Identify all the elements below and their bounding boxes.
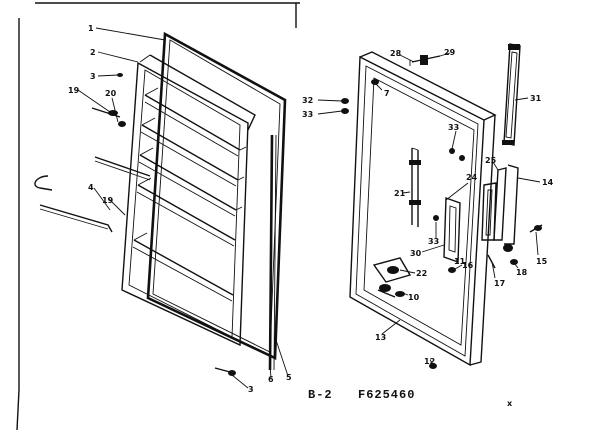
- scan-border: [16, 2, 300, 431]
- callout-10: 10: [408, 293, 420, 302]
- callout-33b: 33: [448, 123, 459, 132]
- left-small-parts: [108, 73, 236, 376]
- caption: B-2 F625460 x: [308, 388, 513, 408]
- callout-3b: 3: [248, 385, 254, 394]
- callout-13: 13: [375, 333, 386, 342]
- callout-18: 18: [516, 268, 528, 277]
- outer-gasket: [146, 31, 287, 361]
- callout-2: 2: [90, 48, 96, 57]
- callout-29: 29: [444, 48, 456, 57]
- callout-25: 25: [485, 156, 497, 165]
- latch-plate: [443, 197, 461, 263]
- callout-12: 12: [424, 357, 435, 366]
- callout-24: 24: [466, 173, 478, 182]
- callout-16: 16: [462, 261, 474, 270]
- callout-20: 20: [105, 89, 117, 98]
- callout-17: 17: [494, 279, 505, 288]
- door-liner: [121, 54, 256, 347]
- callout-33: 33: [302, 110, 313, 119]
- handle-fasteners: [487, 224, 543, 269]
- right-callouts: 28 29 7 32 33 31 33 25 24 14 21 33 30 16…: [302, 48, 554, 366]
- callout-5: 5: [286, 373, 292, 382]
- callout-22: 22: [416, 269, 427, 278]
- callout-32: 32: [302, 96, 313, 105]
- handle-cap-strip: [502, 43, 521, 146]
- callout-30: 30: [410, 249, 422, 258]
- callout-1: 1: [88, 24, 94, 33]
- callout-6: 6: [268, 375, 274, 384]
- callout-3: 3: [90, 72, 96, 81]
- top-hinge-pin: [409, 55, 441, 66]
- outer-door-panel: [349, 51, 497, 367]
- callout-31: 31: [530, 94, 542, 103]
- left-callouts: 1 2 3 19 20 4 19 3 5 6: [68, 24, 292, 394]
- callout-4: 4: [88, 183, 94, 192]
- callout-19: 19: [68, 86, 80, 95]
- side-gasket-strip: [268, 134, 277, 371]
- left-leaders: [77, 27, 289, 389]
- shelf-retainer-bar: [34, 107, 151, 233]
- bottom-hinge: [372, 257, 412, 298]
- callout-19b: 19: [102, 196, 114, 205]
- latch-bar: [409, 147, 421, 227]
- callout-7: 7: [384, 89, 390, 98]
- callout-33c: 33: [428, 237, 439, 246]
- section-code: B-2: [308, 388, 333, 402]
- door-handle: [481, 164, 519, 245]
- callout-21: 21: [394, 189, 406, 198]
- corner-mark: x: [507, 399, 513, 408]
- callout-28: 28: [390, 49, 402, 58]
- callout-14: 14: [542, 178, 554, 187]
- part-number: F625460: [358, 388, 415, 402]
- panel-fasteners: [341, 79, 465, 369]
- right-leaders: [317, 52, 541, 365]
- callout-15: 15: [536, 257, 548, 266]
- callout-11: 11: [454, 257, 466, 266]
